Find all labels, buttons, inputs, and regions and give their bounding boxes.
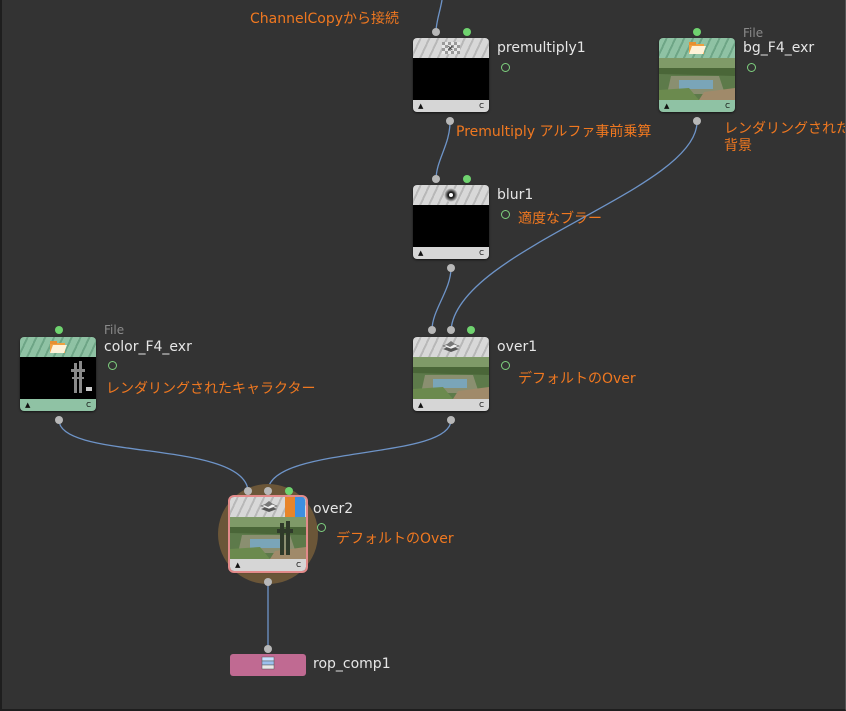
wire-over1-over2 [267, 419, 452, 491]
color-output[interactable] [55, 416, 63, 424]
blur-icon [440, 188, 462, 202]
blur1-output[interactable] [447, 264, 455, 272]
footer-c: C [479, 401, 484, 409]
display-flag-icon[interactable] [295, 497, 305, 517]
premultiply1-input[interactable] [432, 28, 440, 36]
rop-icon [258, 655, 278, 675]
node-type-color: File [104, 323, 125, 337]
footer-c: C [86, 401, 91, 409]
node-name-over1: over1 [497, 339, 538, 355]
comment-blur: 適度なブラー [518, 211, 602, 227]
node-name-premultiply1: premultiply1 [497, 40, 586, 56]
premultiply1-output[interactable] [446, 117, 454, 125]
blur1-input[interactable] [432, 175, 440, 183]
rop-input[interactable] [264, 645, 272, 653]
footer-c: C [479, 102, 484, 110]
premultiply1-preview [413, 58, 489, 100]
node-rop-comp1[interactable] [230, 654, 306, 676]
comment-channelcopy: ChannelCopyから接続 [250, 11, 399, 27]
bg-flag[interactable] [747, 63, 756, 72]
footer-arrow: ▲ [418, 249, 424, 257]
wire-blur-over1 [431, 267, 452, 331]
footer-arrow: ▲ [235, 561, 241, 569]
footer-arrow: ▲ [418, 102, 424, 110]
blur1-preview [413, 205, 489, 247]
premultiply-icon: ✕ [440, 41, 462, 55]
footer-c: C [479, 249, 484, 257]
comment-bg: レンダリングされた 背景 [724, 121, 846, 155]
folder-icon [47, 340, 69, 354]
comment-color: レンダリングされたキャラクター [106, 381, 316, 397]
over-icon [258, 500, 280, 514]
over1-input-2[interactable] [447, 326, 455, 334]
node-over2[interactable]: ▲C [228, 495, 308, 573]
node-type-bg: File [743, 26, 764, 40]
node-name-bg: bg_F4_exr [743, 40, 815, 56]
over-icon [440, 340, 462, 354]
over1-flag[interactable] [501, 361, 510, 370]
over2-preview [230, 517, 306, 559]
bg-preview [659, 58, 735, 100]
over1-output[interactable] [447, 416, 455, 424]
svg-text:✕: ✕ [447, 44, 454, 53]
folder-icon [686, 41, 708, 55]
over1-input-1[interactable] [428, 326, 436, 334]
node-over1[interactable]: ▲C [413, 337, 489, 411]
footer-c: C [296, 561, 301, 569]
node-name-blur1: blur1 [497, 187, 534, 203]
node-name-over2: over2 [313, 501, 354, 517]
wire-color-over2 [58, 419, 249, 491]
blur1-flag[interactable] [501, 210, 510, 219]
premultiply1-flag[interactable] [501, 63, 510, 72]
node-premultiply1[interactable]: ✕ ▲ C [413, 38, 489, 112]
node-blur1[interactable]: ▲C [413, 185, 489, 259]
color-flag[interactable] [108, 361, 117, 370]
over2-flag[interactable] [317, 523, 326, 532]
footer-arrow: ▲ [664, 102, 670, 110]
footer-arrow: ▲ [25, 401, 31, 409]
bg-flag-dot[interactable] [693, 28, 701, 36]
node-name-rop: rop_comp1 [313, 656, 391, 672]
comment-over2: デフォルトのOver [336, 531, 454, 547]
render-flag-icon[interactable] [285, 497, 295, 517]
premultiply1-flag-dot[interactable] [463, 28, 471, 36]
over2-flag-dot[interactable] [285, 487, 293, 495]
over1-flag-dot[interactable] [467, 326, 475, 334]
node-name-color: color_F4_exr [104, 339, 192, 355]
color-preview [20, 357, 96, 399]
over2-output[interactable] [264, 578, 272, 586]
comment-over1: デフォルトのOver [518, 371, 636, 387]
comment-bg-line2: 背景 [724, 138, 752, 154]
wire-bg-over1 [450, 121, 698, 331]
over2-input-1[interactable] [244, 487, 252, 495]
wire-premultiply-blur [435, 121, 451, 181]
bg-output[interactable] [693, 117, 701, 125]
node-color-F4-exr[interactable]: ▲C [20, 337, 96, 411]
color-flag-dot[interactable] [55, 326, 63, 334]
comment-premultiply: Premultiply アルファ事前乗算 [456, 124, 652, 140]
over1-preview [413, 357, 489, 399]
comment-bg-line1: レンダリングされた [724, 121, 846, 137]
over2-input-2[interactable] [264, 487, 272, 495]
blur1-flag-dot[interactable] [463, 175, 471, 183]
footer-c: C [725, 102, 730, 110]
footer-arrow: ▲ [418, 401, 424, 409]
node-bg-F4-exr[interactable]: ▲C [659, 38, 735, 112]
